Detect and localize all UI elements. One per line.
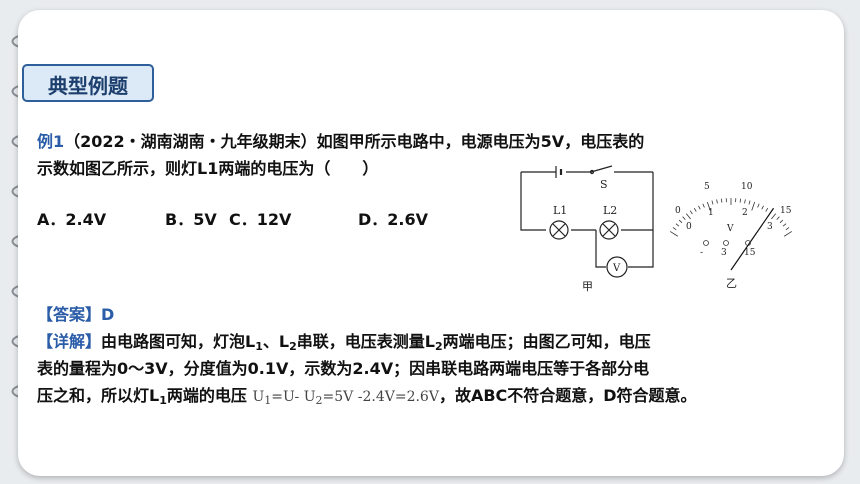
lamp1-label: L1 [553,204,567,217]
dial-tick [689,210,693,215]
explanation-label: 【详解】 [37,332,102,351]
formula-part: =5V -2.4V=2.6V [322,389,439,405]
subscript: 2 [289,340,297,353]
subscript: 2 [434,340,443,353]
voltmeter-label: V [612,263,621,274]
dial-tick [782,223,787,227]
dial-tick [682,216,686,220]
dial-outer-label-0: 0 [675,206,681,216]
dial-tick [748,200,751,205]
dial-tick [698,205,701,210]
dial-tick [720,198,723,203]
dial-tick [672,227,677,231]
subscript: 2 [315,394,323,407]
explanation-line-2: 表的量程为0～3V，分度值为0.1V，示数为2.4V；因串联电路两端电压等于各部… [37,359,650,378]
lamp-l1-icon [549,220,569,240]
section-title-box: 典型例题 [22,64,154,102]
explanation-text-3c: ，故ABC不符合题意，D符合题意。 [438,386,697,405]
subscript: 1 [255,340,263,353]
option-d: D．2.6V [358,210,429,229]
dial-inner-label-0: 0 [686,222,692,232]
dial-tick [716,199,718,204]
dial-tick [693,207,697,212]
switch-label: S [600,178,608,191]
dial-tick [744,199,746,204]
example-label: 例1 [37,132,65,151]
dial-tick [675,223,680,227]
explanation-line-3: 压之和，所以灯L1两端的电压 U1=U- U2=5V -2.4V=2.6V，故A… [37,382,697,407]
explanation-text-1d: 两端电压；由图乙可知，电压 [442,332,651,351]
dial-tick [685,213,691,220]
terminal-icon [745,240,751,246]
terminal-icon [723,240,729,246]
dial-caption: 乙 [726,277,737,290]
option-b: B．5V [165,210,217,229]
dial-tick [779,219,784,224]
terminal-icon [703,240,709,246]
dial-tick [771,213,777,220]
subscript: 1 [159,394,167,407]
dial-outer-label-5: 5 [704,182,710,192]
lamp2-label: L2 [603,204,617,217]
question-text-1: （2022・湖南湖南・九年级期末）如图甲所示电路中，电源电压为5V，电压表的 [64,132,645,151]
formula-part: U [252,389,265,405]
explanation-text-3a: 压之和，所以灯L [37,386,160,405]
dial-tick [669,231,679,237]
dial-tick [678,219,683,224]
dial-tick [765,207,769,212]
dial-inner-label-3: 3 [767,222,773,232]
explanation-text-1c: 串联，电压表测量L [296,332,435,351]
dial-unit: V [726,224,734,234]
question-line-1: 例1（2022・湖南湖南・九年级期末）如图甲所示电路中，电源电压为5V，电压表的 [37,128,644,152]
dial-tick [739,198,742,203]
formula-part: =U- U [271,389,316,405]
dial-tick [702,203,705,208]
terminal-15: 15 [744,248,756,258]
dial-inner-label-2: 2 [742,208,748,218]
terminal-minus: - [700,248,703,258]
answer-label: 【答案】 [37,305,102,324]
dial-inner-label-1: 1 [708,208,714,218]
dial-tick [785,227,790,231]
voltmeter-icon [606,256,628,278]
dial-tick [751,201,756,211]
option-a: A．2.4V [37,210,107,229]
subscript: 1 [264,394,272,407]
explanation-text-1a: 由电路图可知，灯泡L [101,332,256,351]
dial-outer-label-15: 15 [780,206,792,216]
terminal-3: 3 [721,248,727,258]
explanation-text-1b: 、L [262,332,290,351]
explanation-line-1: 【详解】由电路图可知，灯泡L1、L2串联，电压表测量L2两端电压；由图乙可知，电… [37,328,651,353]
section-title: 典型例题 [48,74,128,98]
dial-tick [757,203,760,208]
dial-tick [706,201,711,211]
dial-tick [783,231,793,237]
voltmeter-dial: 0 5 10 15 0 1 2 3 V - 3 15 乙 [669,182,793,290]
voltage-formula: U1=U- U2=5V -2.4V=2.6V [252,389,439,407]
slide-page [18,10,844,476]
circuit-diagram: S L1 L2 V 甲 [520,165,654,293]
needle-icon [730,207,775,271]
circuit-caption: 甲 [582,280,593,293]
explanation-text-3b: 两端的电压 [166,386,247,405]
dial-tick [761,205,764,210]
question-line-2: 示数如图乙所示，则灯L1两端的电压为（ ） [37,159,379,178]
dial-outer-label-10: 10 [741,182,753,192]
answer-value: D [101,305,115,324]
dial-tick [711,200,714,205]
answer-line: 【答案】D [37,301,114,325]
lamp-l2-icon [599,220,619,240]
dial-tick [776,216,780,220]
option-c: C．12V [229,210,292,229]
